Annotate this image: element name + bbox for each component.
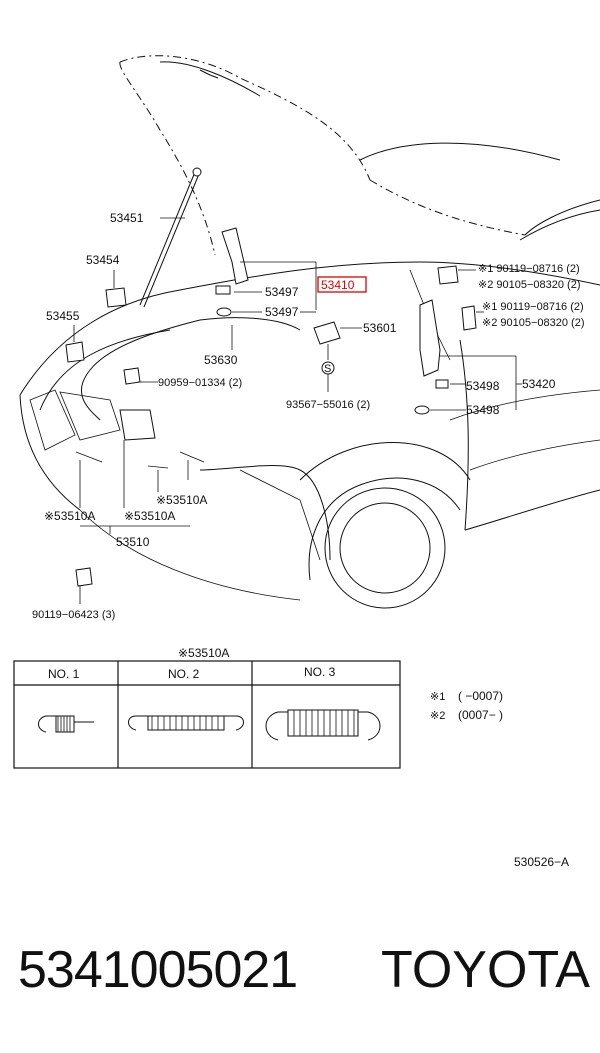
label-53454: 53454	[86, 253, 120, 267]
label-53498-lower: 53498	[466, 403, 500, 417]
label-53498-upper: 53498	[466, 379, 500, 393]
note-2-mark: ※2	[430, 710, 445, 722]
label-53510: 53510	[116, 535, 150, 549]
note-1-text: ( −0007)	[458, 689, 503, 703]
label-90959: 90959−01334 (2)	[158, 377, 242, 389]
label-s-marker: S	[324, 363, 331, 375]
label-53601: 53601	[363, 321, 397, 335]
spring-c	[179, 451, 205, 463]
label-90119-06423: 90119−06423 (3)	[32, 609, 115, 621]
label-90105-a: ※2 90105−08320 (2)	[478, 279, 581, 291]
bolt-upper	[437, 265, 459, 285]
hood-hinge-left	[221, 227, 249, 285]
label-53630: 53630	[204, 353, 238, 367]
bolt-lower	[461, 305, 477, 331]
spring-table: ※53510A NO. 1 NO. 2 NO. 3	[13, 646, 401, 769]
label-53497-lower: 53497	[265, 305, 299, 319]
hood-support-rod	[139, 171, 196, 306]
table-col-no2: NO. 2	[168, 667, 200, 681]
label-90119-b: ※1 90119−08716 (2)	[482, 301, 584, 313]
label-93567: 93567−55016 (2)	[286, 399, 370, 411]
spring-no2-drawing	[128, 715, 244, 731]
label-53497-upper: 53497	[265, 285, 299, 299]
footer: 5341005021 TOYOTA	[10, 940, 600, 1010]
hood-release-cable	[80, 319, 201, 421]
hood-lock-assembly	[119, 409, 156, 441]
label-53410-highlight: 53410	[321, 278, 355, 292]
bolt-bottom	[75, 567, 93, 587]
hood-rod-holder	[105, 287, 127, 308]
spring-b	[147, 465, 169, 469]
part-number: 5341005021	[18, 941, 298, 999]
cable-clamp	[123, 367, 141, 385]
leader-lines	[73, 217, 522, 604]
part-labels: 53451 53454 53455 53497 53410 53497 5360…	[32, 211, 585, 621]
spring-no3-drawing	[265, 709, 381, 741]
vehicle-outline	[19, 55, 600, 609]
table-title: ※53510A	[178, 646, 229, 660]
parts	[65, 167, 477, 587]
label-53451: 53451	[110, 211, 144, 225]
note-1-mark: ※1	[430, 691, 445, 703]
label-90105-b: ※2 90105−08320 (2)	[482, 317, 585, 329]
spring-a	[75, 451, 103, 463]
notes: ※1 ( −0007) ※2 (0007− ) 530526−A	[430, 689, 569, 869]
label-53510a-1: ※53510A	[156, 493, 207, 507]
label-53510a-3: ※53510A	[124, 509, 175, 523]
diagram-code: 530526−A	[514, 855, 569, 869]
table-col-no1: NO. 1	[48, 667, 80, 681]
spring-no1-drawing	[38, 715, 94, 733]
hood-release-lever	[313, 321, 341, 345]
label-53455: 53455	[46, 309, 80, 323]
hood-lock-part	[65, 341, 85, 363]
table-col-no3: NO. 3	[304, 665, 336, 679]
note-2-text: (0007− )	[458, 708, 503, 722]
hood-hinge-right	[419, 299, 441, 377]
label-53510a-2: ※53510A	[44, 509, 95, 523]
label-90119-a: ※1 90119−08716 (2)	[478, 263, 580, 275]
label-53420: 53420	[522, 377, 556, 391]
highlight-box	[317, 276, 367, 293]
brand-name: TOYOTA	[381, 941, 590, 999]
